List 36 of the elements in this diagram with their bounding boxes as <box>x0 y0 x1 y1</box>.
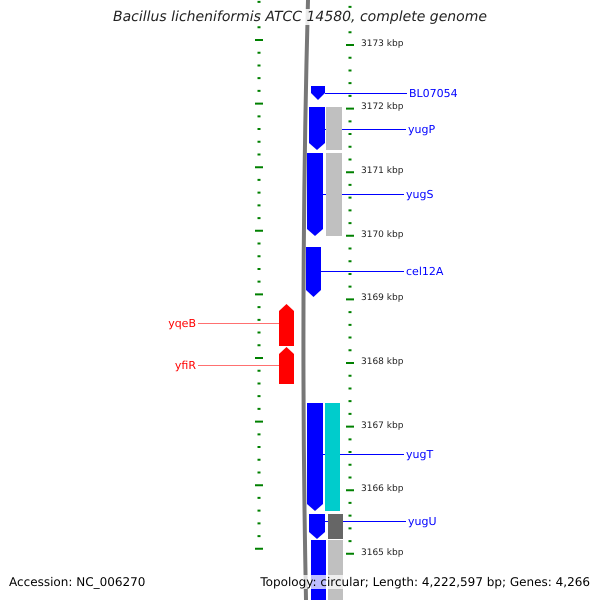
feature-bar <box>326 153 342 236</box>
gene-feature <box>309 107 325 150</box>
title: Bacillus licheniformis ATCC 14580, complete genome <box>113 9 487 25</box>
gene-feature <box>311 86 325 100</box>
gene-feature <box>279 304 294 346</box>
gene-feature <box>309 514 325 539</box>
info-text: Accession: NC_006270 <box>9 575 146 589</box>
gene-label: yqeB <box>168 317 196 330</box>
gene-label: yugT <box>406 448 434 461</box>
gene-label: BL07054 <box>409 87 458 100</box>
feature-bar <box>325 403 340 511</box>
feature-bar <box>326 107 342 150</box>
scale-label: 3170 kbp <box>361 230 404 240</box>
scale-label: 3167 kbp <box>361 421 404 431</box>
gene-feature <box>306 247 321 297</box>
scale-label: 3166 kbp <box>361 484 404 494</box>
gene-feature <box>307 403 323 511</box>
scale-label: 3168 kbp <box>361 357 404 367</box>
gene-label: yugP <box>408 123 436 136</box>
leader-line <box>320 271 404 272</box>
gene-feature <box>307 153 323 236</box>
scale-label: 3172 kbp <box>361 102 404 112</box>
leader-line <box>198 323 280 324</box>
gene-label: yugU <box>408 515 437 528</box>
scale-label: 3173 kbp <box>361 39 404 49</box>
scale-label: 3165 kbp <box>361 548 404 558</box>
gene-label: yfiR <box>174 359 196 372</box>
gene-feature <box>279 347 294 384</box>
scale-label: 3171 kbp <box>361 166 404 176</box>
gene-label: cel12A <box>406 265 444 278</box>
scale-label: 3169 kbp <box>361 293 404 303</box>
leader-line <box>324 93 408 94</box>
info-text: Topology: circular; Length: 4,222,597 bp; Genes: 4,266 <box>260 575 590 589</box>
feature-bar <box>328 514 343 539</box>
leader-line <box>198 365 280 366</box>
gene-label: yugS <box>406 188 434 201</box>
